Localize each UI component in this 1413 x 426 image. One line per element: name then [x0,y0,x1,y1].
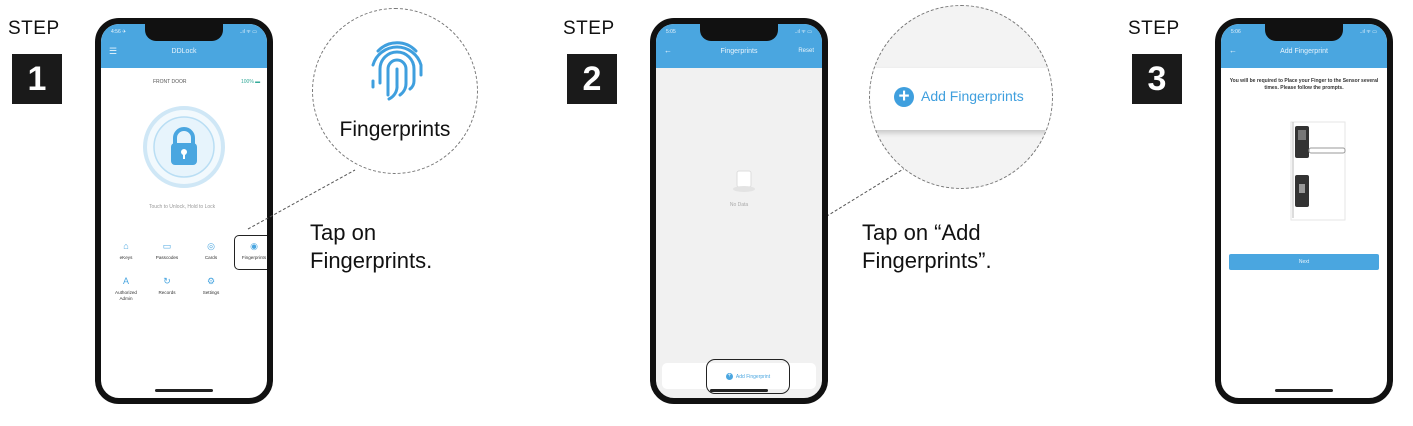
fingerprints-highlight [234,235,267,270]
menu-icon[interactable]: ☰ [109,46,118,56]
admin-icon: A [122,276,129,286]
passcodes-label[interactable]: Passcodes [155,255,179,260]
passcodes-icon: ▭ [162,241,172,251]
add-fingerprint-button[interactable]: + Add Fingerprint [706,359,790,394]
zoom-fingerprints-label: Fingerprints [339,118,451,141]
lock-name: FRONT DOOR [153,79,187,85]
status-icons: ..ıl ᯤ ▭ [1359,29,1377,35]
step-2-caption-line1: Tap on “Add [862,220,981,245]
home-indicator [710,389,768,392]
phone-notch [700,24,778,41]
bottom-bar [662,363,816,389]
admin-label[interactable]: Authorized Admin [115,290,137,301]
back-arrow-icon[interactable]: ← [664,46,672,55]
step-2-phone: 5:05 ..ıl ᯤ ▭ ← Fingerprints Reset No Da… [650,18,828,404]
step-2-number: 2 [567,54,617,104]
add-plus-icon: + [725,373,733,380]
status-time: 5:05 [666,29,676,35]
instruction-text: You will be required to Place your Finge… [1229,78,1379,91]
step-2-caption-line2: Fingerprints”. [862,247,992,273]
unlock-button[interactable] [143,106,225,188]
reset-button[interactable]: Reset [798,48,814,54]
step-3-number: 3 [1132,54,1182,104]
next-button-label: Next [1298,259,1310,265]
phone-notch [145,24,223,41]
empty-box-icon [733,170,755,192]
step-1-word: STEP [8,18,60,39]
step-2-word: STEP [563,18,615,39]
door-lock-illustration [1290,121,1346,221]
unlock-hint: Touch to Unlock, Hold to Lock [149,204,216,210]
step-1-caption-line1: Tap on [310,220,377,245]
app-title: DDLock [171,48,197,55]
records-label[interactable]: Records [158,290,176,295]
step-1-phone: 4:56 ✈ ..ıl ᯤ ▭ ☰ DDLock FRONT DOOR 100%… [95,18,273,404]
phone-notch [1265,24,1343,41]
status-time: 4:56 ✈ [111,29,127,35]
zoom-plus-icon: + [894,87,914,107]
zoom-add-fingerprints-label: Add Fingerprints [921,88,1024,104]
step-3-word: STEP [1128,18,1180,39]
step-1-caption-line2: Fingerprints. [310,247,433,273]
home-indicator [155,389,213,392]
back-arrow-icon[interactable]: ← [1229,46,1237,55]
status-icons: ..ıl ᯤ ▭ [794,29,812,35]
settings-label[interactable]: Settings [202,290,220,295]
app-title: Add Fingerprint [1280,48,1328,55]
fingerprints-icon: ◉ [250,241,258,251]
fingerprint-icon [371,41,423,101]
ekeys-icon: ⌂ [123,241,129,251]
settings-icon: ⚙ [206,276,216,286]
cards-label[interactable]: Cards [204,255,218,260]
records-icon: ↻ [163,276,171,286]
battery-indicator: 100% ▬ [241,79,261,85]
next-button[interactable]: Next [1229,254,1379,270]
step-2-caption: Tap on “Add Fingerprints”. [862,219,992,274]
status-icons: ..ıl ᯤ ▭ [239,29,257,35]
step-2-zoom-circle: + Add Fingerprints [869,5,1053,189]
step-3-phone: 5:06 ..ıl ᯤ ▭ ← Add Fingerprint You will… [1215,18,1393,404]
ekeys-label[interactable]: eKeys [119,255,133,260]
empty-state-text: No Data [729,202,749,208]
fingerprints-label[interactable]: Fingerprints [241,255,267,260]
step-1-zoom-circle: Fingerprints [312,8,478,174]
app-title: Fingerprints [720,48,758,55]
step-1-number: 1 [12,54,62,104]
status-time: 5:06 [1231,29,1241,35]
add-fingerprint-label: Add Fingerprint [735,373,771,380]
step-1-caption: Tap on Fingerprints. [310,219,432,274]
home-indicator [1275,389,1333,392]
cards-icon: ◎ [207,241,215,251]
